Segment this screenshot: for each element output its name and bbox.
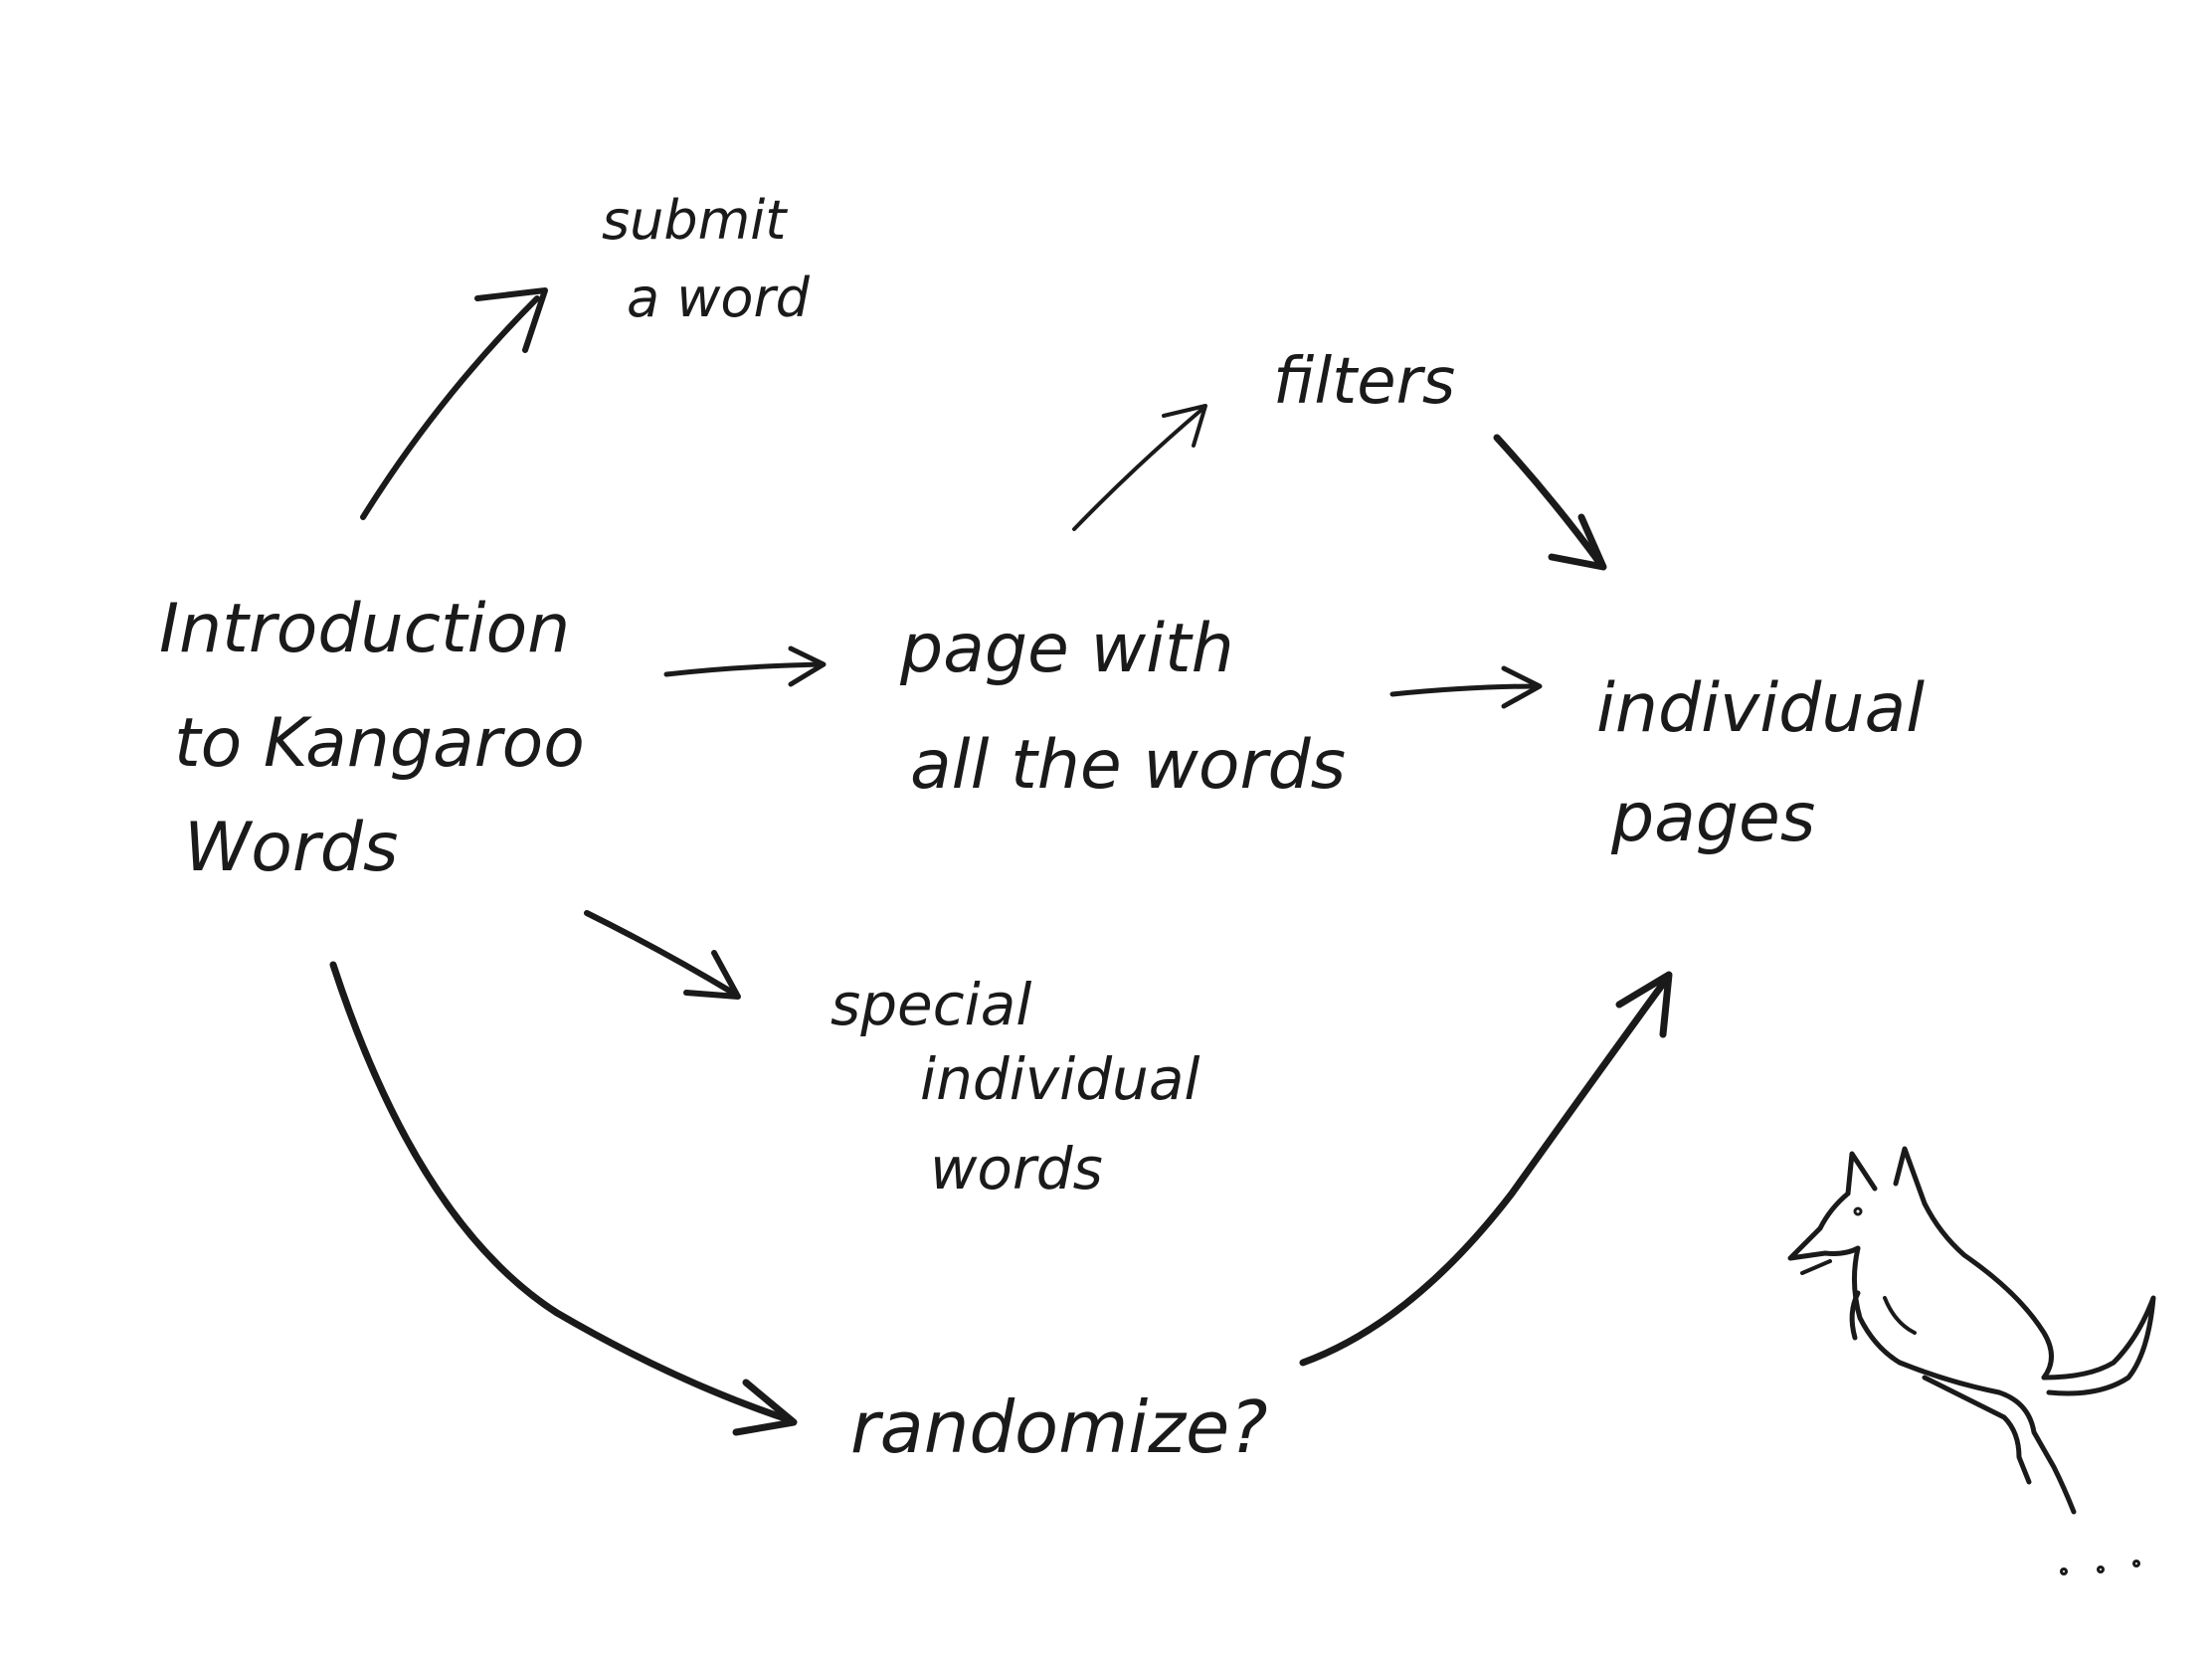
node-introduction: Introduction to Kangaroo Words <box>159 590 585 887</box>
node-introduction-line-2: to Kangaroo <box>174 704 585 783</box>
arrow-intro-to-submit <box>360 287 548 520</box>
kangaroo-jaw <box>1800 1259 1832 1275</box>
kangaroo-arm <box>1849 1290 1861 1341</box>
node-special-words: special individual words <box>830 971 1199 1202</box>
node-all-words-line-1: page with <box>899 610 1234 688</box>
arrow-intro-to-randomize <box>329 961 798 1436</box>
node-submit-line-1: submit <box>602 189 788 252</box>
kangaroo-belly <box>1883 1296 1917 1335</box>
arrow-all-words-to-filters <box>1072 404 1207 531</box>
node-special-words-line-3: words <box>930 1135 1103 1202</box>
node-introduction-line-1: Introduction <box>159 590 570 668</box>
kangaroo-drawing <box>1787 1146 2156 1575</box>
arrow-filters-to-individual-pages <box>1493 434 1607 571</box>
node-all-words-line-2: all the words <box>910 726 1346 805</box>
node-submit: submit a word <box>602 189 811 329</box>
arrow-all-words-to-individual-pages <box>1389 665 1543 709</box>
node-submit-line-2: a word <box>627 267 811 329</box>
kangaroo-leg-front <box>1922 1375 2032 1485</box>
kangaroo-ear-left <box>1845 1151 1878 1197</box>
arrow-intro-to-all-words <box>663 645 827 687</box>
node-special-words-line-1: special <box>830 971 1031 1038</box>
kangaroo-motion-dot-2 <box>2097 1566 2105 1573</box>
kangaroo-motion-dot-3 <box>2132 1560 2140 1567</box>
kangaroo-motion-dot-1 <box>2060 1567 2068 1575</box>
node-all-words: page with all the words <box>899 610 1346 805</box>
node-filters-line-1: filters <box>1273 345 1455 419</box>
node-special-words-line-2: individual <box>920 1045 1199 1113</box>
kangaroo-eye <box>1853 1206 1863 1216</box>
node-individual-pages-line-2: pages <box>1610 779 1815 857</box>
node-individual-pages-line-1: individual <box>1596 669 1925 748</box>
node-randomize-line-1: randomize? <box>850 1385 1268 1469</box>
kangaroo-leg-back <box>1897 1360 2077 1515</box>
node-filters: filters <box>1273 345 1455 419</box>
node-randomize: randomize? <box>850 1385 1268 1469</box>
arrow-randomize-to-individual-pages <box>1299 971 1673 1367</box>
kangaroo-ear-right <box>1893 1146 1928 1206</box>
node-introduction-line-3: Words <box>184 809 398 887</box>
node-individual-pages: individual pages <box>1596 669 1925 857</box>
kangaroo-chest <box>1851 1245 1903 1366</box>
kangaroo-head <box>1787 1191 1861 1261</box>
kangaroo-tail <box>2041 1295 2156 1396</box>
kangaroo-back <box>1922 1200 2054 1381</box>
arrow-intro-to-special-words <box>584 910 741 1000</box>
